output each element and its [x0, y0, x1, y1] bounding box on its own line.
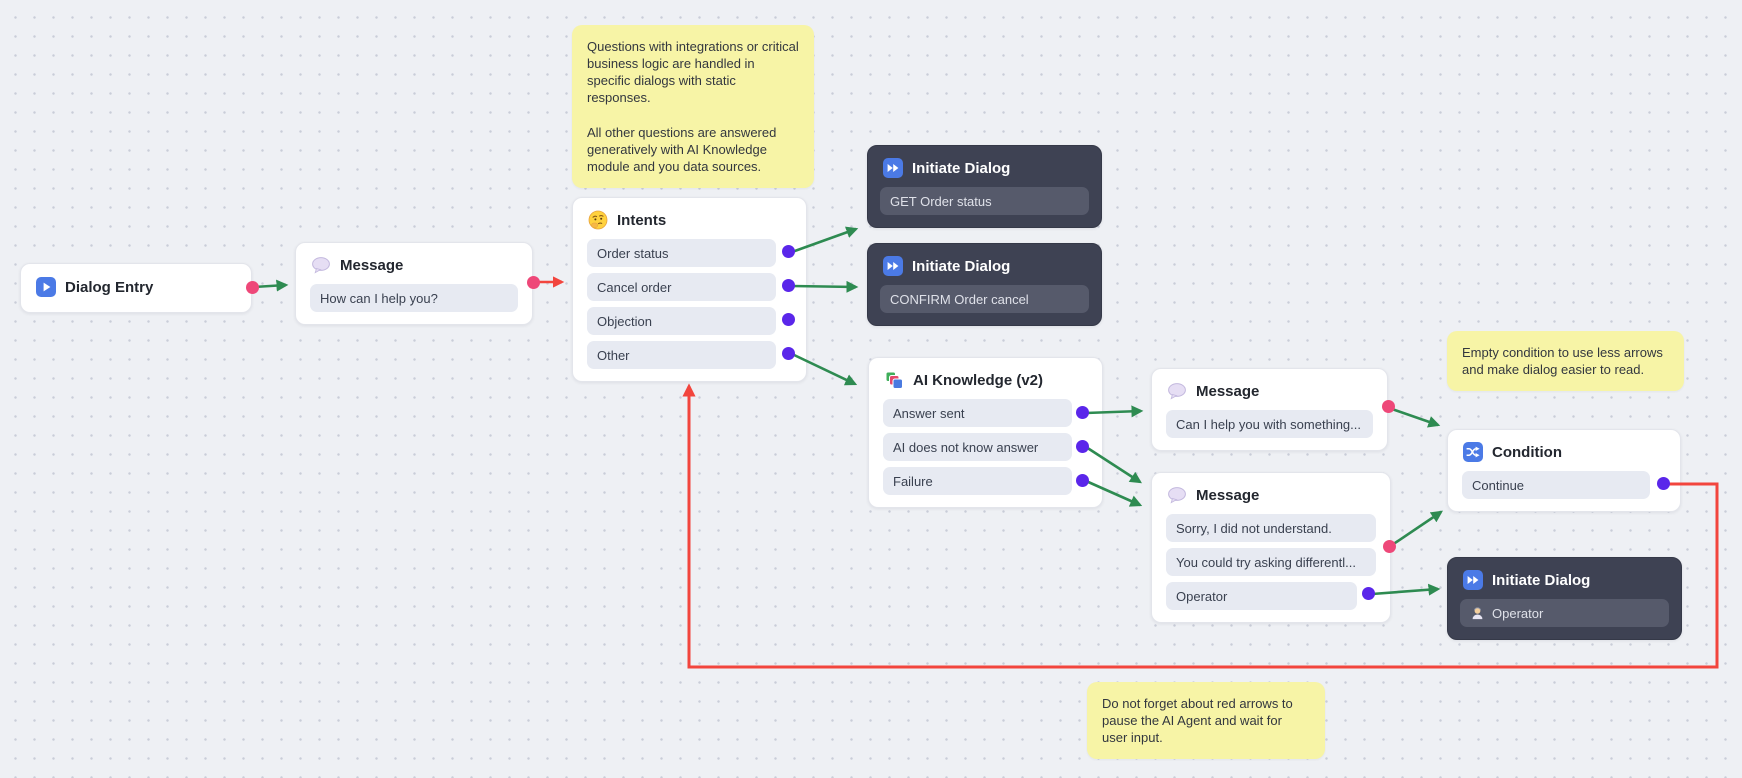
- row-label: Cancel order: [597, 279, 672, 295]
- node-title-label: Initiate Dialog: [912, 257, 1011, 275]
- node-message-1[interactable]: Message How can I help you?: [295, 242, 533, 325]
- intent-row-cancel-order[interactable]: Cancel order: [587, 273, 776, 301]
- port-out-message-2[interactable]: [1382, 400, 1395, 413]
- node-title-label: Dialog Entry: [65, 278, 154, 296]
- edge-message3-to-condition[interactable]: [1391, 510, 1443, 547]
- node-title-label: AI Knowledge (v2): [913, 371, 1044, 389]
- row-label: Other: [597, 347, 630, 363]
- node-title-label: Message: [1196, 382, 1260, 400]
- initiate-target-row[interactable]: CONFIRM Order cancel: [880, 285, 1089, 313]
- row-label: Objection: [597, 313, 652, 329]
- thinking-face-icon: [588, 210, 608, 230]
- port-out-intent-other[interactable]: [782, 347, 795, 360]
- note-text: All other questions are answered generat…: [587, 124, 777, 174]
- row-label: AI does not know answer: [893, 439, 1039, 455]
- speech-bubble-icon: [311, 255, 331, 275]
- ai-row-failure[interactable]: Failure: [883, 467, 1072, 495]
- row-label: You could try asking differentl...: [1176, 554, 1356, 570]
- node-initiate-dialog-3[interactable]: Initiate Dialog Operator: [1447, 557, 1682, 640]
- port-out-intent-order-status[interactable]: [782, 245, 795, 258]
- node-title-label: Condition: [1492, 443, 1562, 461]
- row-label: CONFIRM Order cancel: [890, 291, 1029, 307]
- sticky-note-red-arrows[interactable]: Do not forget about red arrows to pause …: [1087, 682, 1325, 760]
- speech-bubble-icon: [1167, 381, 1187, 401]
- message-row[interactable]: Can I help you with something...: [1166, 410, 1373, 438]
- node-intents[interactable]: Intents Order status Cancel order Object…: [572, 197, 807, 382]
- port-out-message-3[interactable]: [1383, 540, 1396, 553]
- port-out-intent-objection[interactable]: [782, 313, 795, 326]
- note-text: Questions with integrations or critical …: [587, 39, 799, 106]
- operator-avatar-icon: [1470, 606, 1485, 621]
- fast-forward-icon: [883, 256, 903, 276]
- port-out-ai-answer-sent[interactable]: [1076, 406, 1089, 419]
- ai-row-answer-sent[interactable]: Answer sent: [883, 399, 1072, 427]
- intent-row-order-status[interactable]: Order status: [587, 239, 776, 267]
- intent-row-other[interactable]: Other: [587, 341, 776, 369]
- ai-row-does-not-know[interactable]: AI does not know answer: [883, 433, 1072, 461]
- port-out-ai-failure[interactable]: [1076, 474, 1089, 487]
- condition-row-continue[interactable]: Continue: [1462, 471, 1650, 499]
- intent-row-objection[interactable]: Objection: [587, 307, 776, 335]
- message-row-operator[interactable]: Operator: [1166, 582, 1357, 610]
- node-title-label: Initiate Dialog: [912, 159, 1011, 177]
- row-label: Operator: [1492, 605, 1544, 621]
- row-label: Continue: [1472, 477, 1525, 493]
- node-condition[interactable]: Condition Continue: [1447, 429, 1681, 512]
- speech-bubble-icon: [1167, 485, 1187, 505]
- edge-message2-to-condition[interactable]: [1391, 407, 1441, 428]
- node-initiate-dialog-2[interactable]: Initiate Dialog CONFIRM Order cancel: [867, 243, 1102, 326]
- initiate-target-row-operator[interactable]: Operator: [1460, 599, 1669, 627]
- row-label: Sorry, I did not understand.: [1176, 520, 1332, 536]
- port-out-dialog-entry[interactable]: [246, 281, 259, 294]
- node-initiate-dialog-1[interactable]: Initiate Dialog GET Order status: [867, 145, 1102, 228]
- port-out-intent-cancel-order[interactable]: [782, 279, 795, 292]
- fast-forward-icon: [1463, 570, 1483, 590]
- message-row[interactable]: You could try asking differentl...: [1166, 548, 1376, 576]
- node-dialog-entry[interactable]: Dialog Entry: [20, 263, 252, 313]
- node-title-label: Intents: [617, 211, 667, 229]
- row-label: Order status: [597, 245, 669, 261]
- port-out-condition-continue[interactable]: [1657, 477, 1670, 490]
- row-label: GET Order status: [890, 193, 992, 209]
- note-text: Do not forget about red arrows to pause …: [1102, 696, 1293, 746]
- port-out-ai-does-not-know[interactable]: [1076, 440, 1089, 453]
- fast-forward-icon: [883, 158, 903, 178]
- node-title-label: Message: [1196, 486, 1260, 504]
- node-message-3[interactable]: Message Sorry, I did not understand. You…: [1151, 472, 1391, 623]
- note-text: Empty condition to use less arrows and m…: [1462, 345, 1663, 378]
- shuffle-icon: [1463, 442, 1483, 462]
- row-label: Failure: [893, 473, 933, 489]
- sticky-note-top[interactable]: Questions with integrations or critical …: [572, 25, 814, 189]
- row-label: Can I help you with something...: [1176, 416, 1361, 432]
- node-message-2[interactable]: Message Can I help you with something...: [1151, 368, 1388, 451]
- port-out-message-1[interactable]: [527, 276, 540, 289]
- port-out-message3-operator[interactable]: [1362, 587, 1375, 600]
- node-ai-knowledge[interactable]: AI Knowledge (v2) Answer sent AI does no…: [868, 357, 1103, 508]
- row-label: Operator: [1176, 588, 1228, 604]
- row-label: How can I help you?: [320, 290, 438, 306]
- node-title-label: Message: [340, 256, 404, 274]
- message-row[interactable]: How can I help you?: [310, 284, 518, 312]
- sticky-note-condition[interactable]: Empty condition to use less arrows and m…: [1447, 331, 1684, 392]
- initiate-target-row[interactable]: GET Order status: [880, 187, 1089, 215]
- row-label: Answer sent: [893, 405, 965, 421]
- message-row[interactable]: Sorry, I did not understand.: [1166, 514, 1376, 542]
- node-title-label: Initiate Dialog: [1492, 571, 1591, 589]
- play-icon: [36, 277, 56, 297]
- books-icon: [884, 370, 904, 390]
